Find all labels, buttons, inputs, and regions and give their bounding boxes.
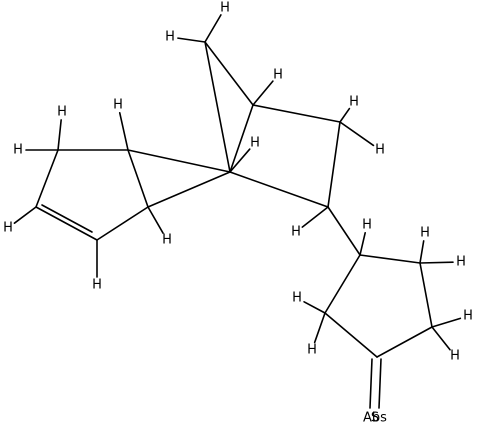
h-bond-17 xyxy=(431,326,451,351)
bond-L-M xyxy=(359,254,421,264)
bond-F-G xyxy=(204,41,254,106)
bond-A-E xyxy=(35,149,59,208)
h-bond-16 xyxy=(431,317,462,328)
abs-label: Abs xyxy=(363,411,387,426)
bond-K-L xyxy=(327,206,361,256)
hydrogen-label-6: H xyxy=(220,1,230,16)
hydrogen-label-4: H xyxy=(92,278,102,293)
hydrogen-label-18: H xyxy=(292,291,302,306)
hydrogen-label-19: H xyxy=(307,343,317,358)
h-bond-9 xyxy=(229,148,251,173)
h-bond-3 xyxy=(147,206,164,234)
bond-J-K xyxy=(327,121,341,208)
bond-D-E-2 xyxy=(41,204,93,233)
h-bond-19 xyxy=(313,312,326,344)
h-bond-15 xyxy=(419,261,454,264)
bond-O-Q xyxy=(324,312,378,358)
hydrogen-label-3: H xyxy=(162,233,172,248)
hydrogen-label-9: H xyxy=(250,136,260,151)
hydrogen-label-16: H xyxy=(463,309,473,324)
h-bond-10 xyxy=(339,107,351,123)
bond-D-E-1 xyxy=(35,206,98,241)
h-bond-13 xyxy=(359,231,366,256)
h-bond-18 xyxy=(303,300,326,314)
h-bond-6 xyxy=(204,14,222,43)
hydrogen-label-7: H xyxy=(165,30,175,45)
h-bond-2 xyxy=(118,112,129,151)
h-bond-14 xyxy=(419,240,425,264)
bond-G-I xyxy=(229,104,254,173)
h-bond-5 xyxy=(13,206,37,224)
h-bond-7 xyxy=(177,37,206,43)
hydrogen-label-5: H xyxy=(3,221,13,236)
h-bond-12 xyxy=(301,206,329,228)
hydrogen-label-12: H xyxy=(291,225,301,240)
bond-I-F xyxy=(204,41,231,173)
bond-B-I xyxy=(127,149,231,173)
bond-C-S-2 xyxy=(378,358,382,409)
bond-C-D xyxy=(96,206,149,241)
h-bond-11 xyxy=(339,121,375,147)
hydrogen-label-1: H xyxy=(13,143,23,158)
bond-C-I xyxy=(147,171,231,208)
hydrogen-label-2: H xyxy=(113,98,123,113)
hydrogen-label-13: H xyxy=(362,218,372,233)
hydrogen-label-17: H xyxy=(450,349,460,364)
hydrogen-label-14: H xyxy=(420,226,430,241)
bond-B-C xyxy=(127,149,149,208)
hydrogen-label-10: H xyxy=(349,95,359,110)
bond-G-J xyxy=(252,104,341,123)
bond-Q-L xyxy=(324,254,361,314)
hydrogen-label-15: H xyxy=(456,255,466,270)
hydrogen-label-11: H xyxy=(375,143,385,158)
hydrogen-label-8: H xyxy=(273,68,283,83)
bond-K-I xyxy=(229,171,329,208)
hydrogen-label-0: H xyxy=(57,105,67,120)
sulfur-label: S xyxy=(371,411,379,426)
bond-N-O xyxy=(376,326,433,358)
bond-M-N xyxy=(419,262,433,328)
h-bond-8 xyxy=(252,80,274,106)
bond-C-S-1 xyxy=(369,358,373,409)
bonds-group xyxy=(13,14,462,409)
h-bond-0 xyxy=(57,119,62,151)
